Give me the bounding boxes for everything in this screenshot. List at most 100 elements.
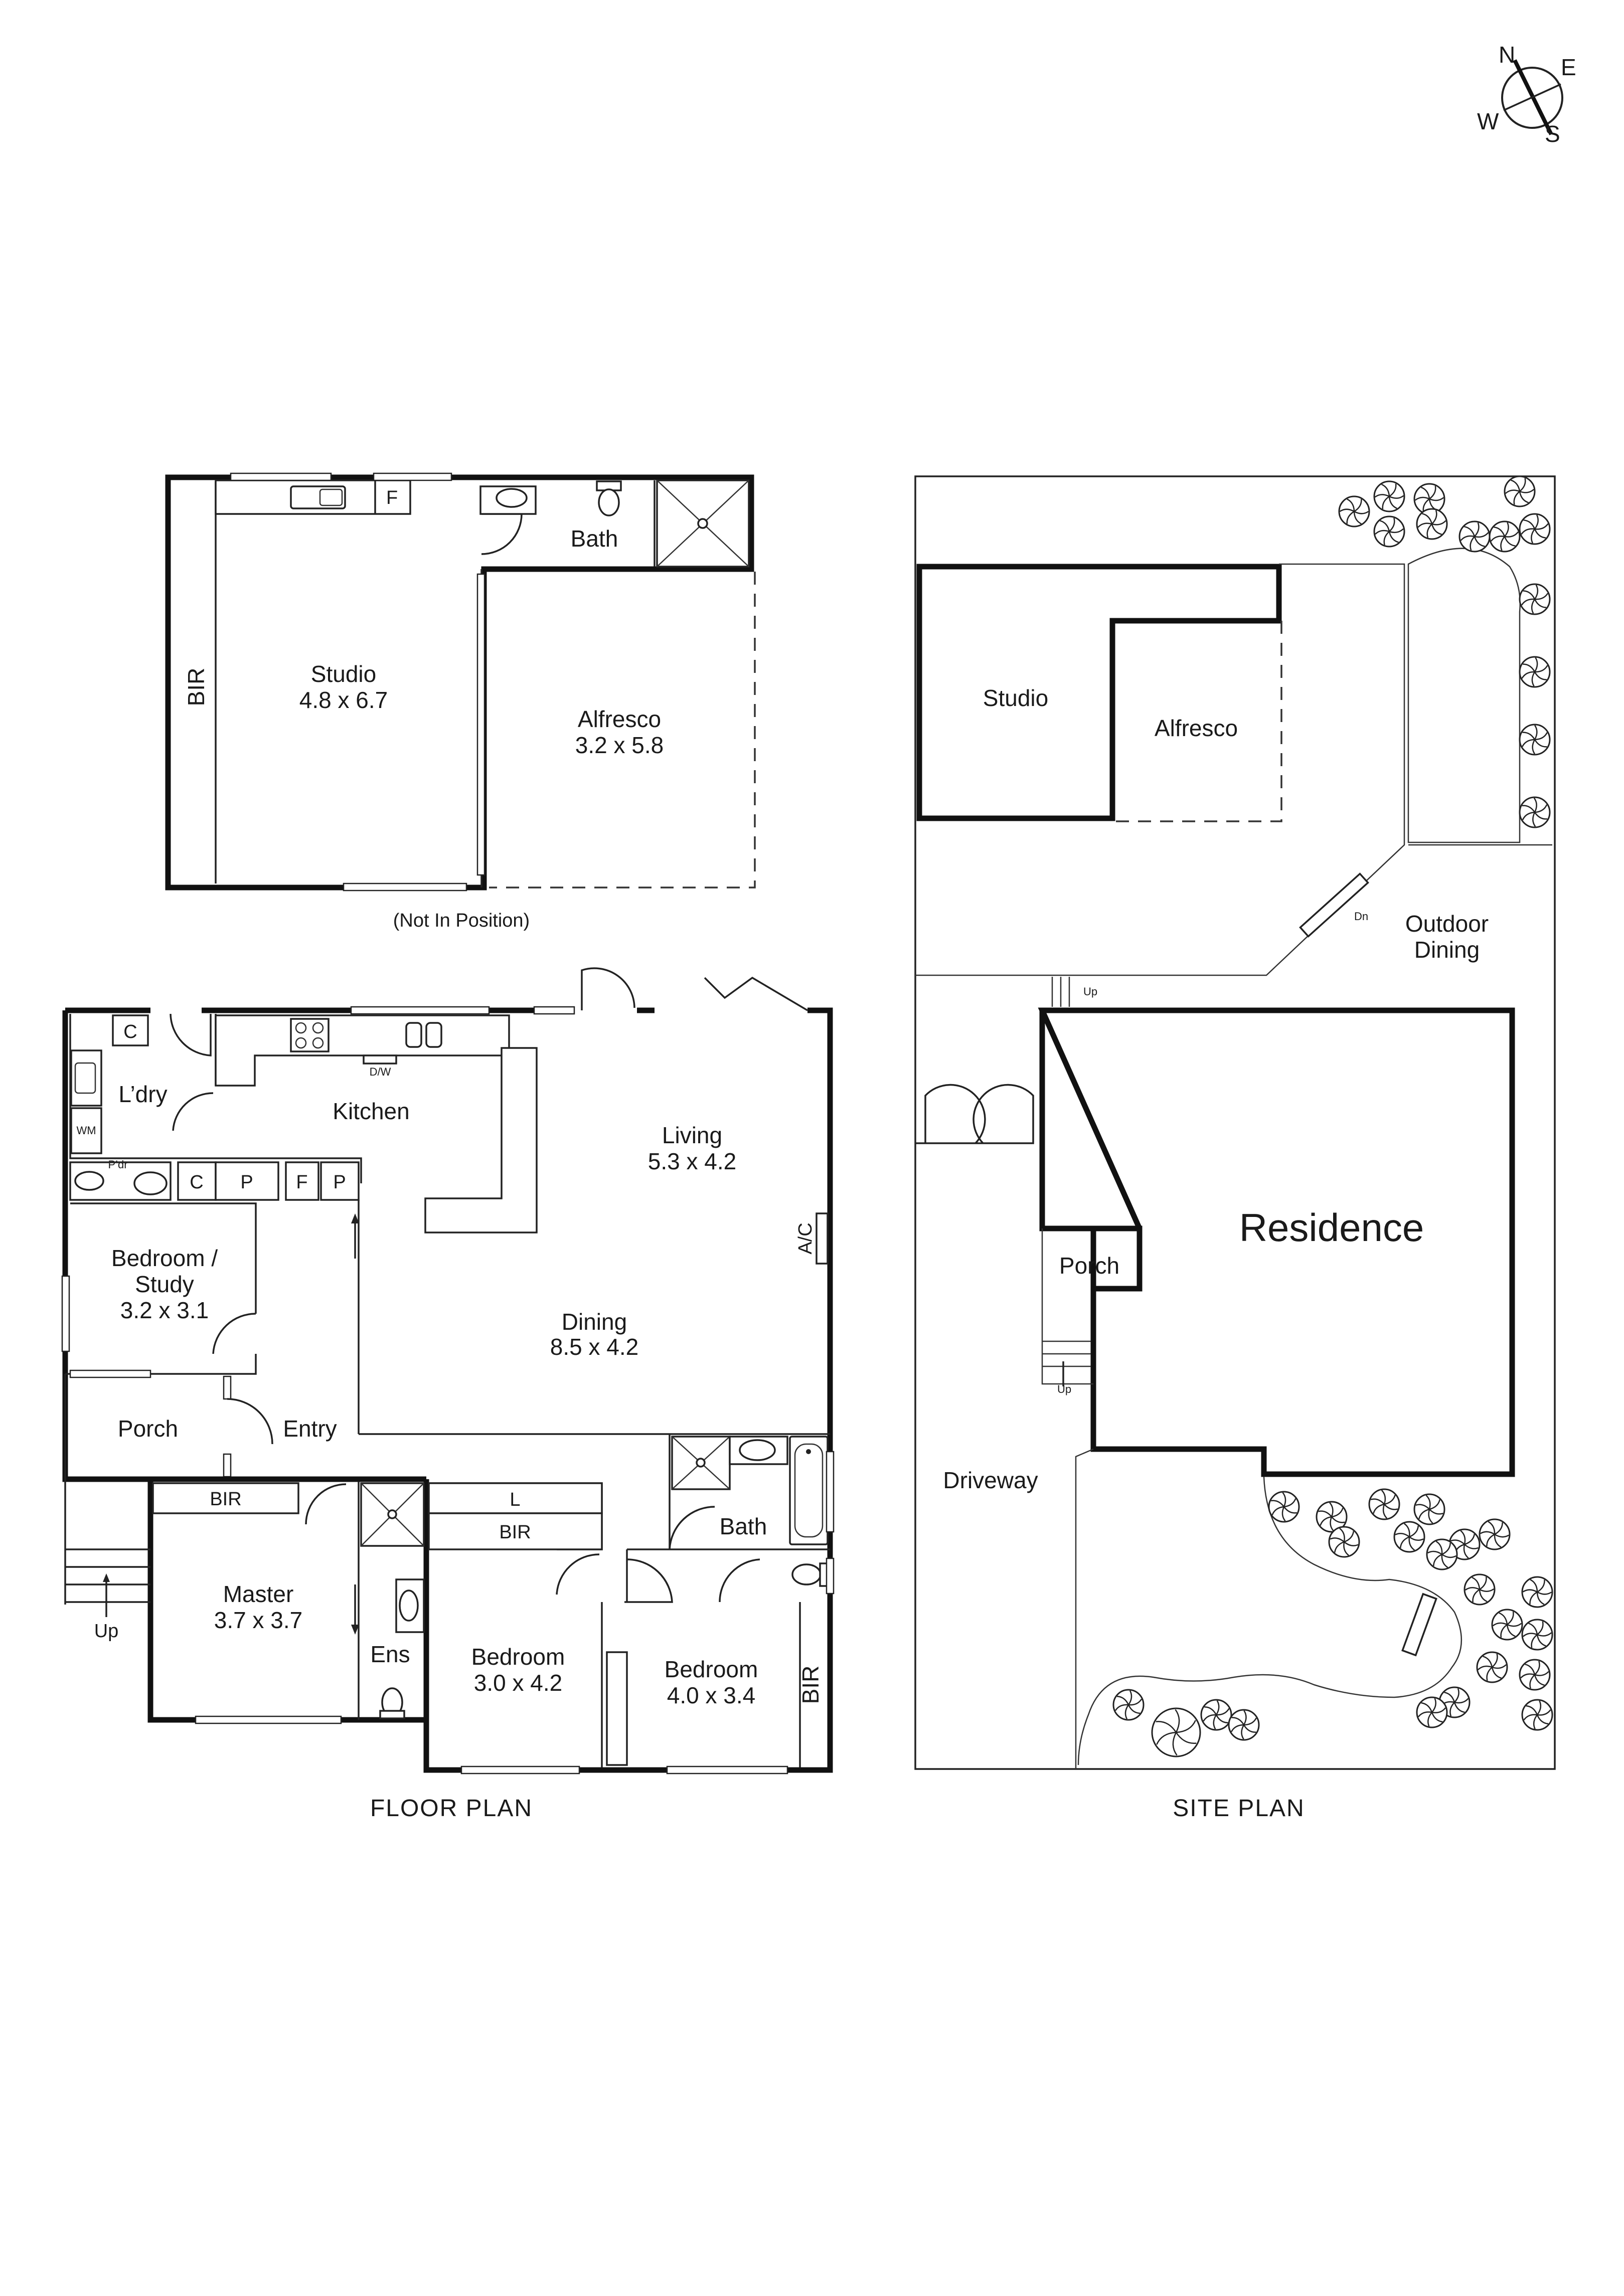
studio-size: 4.8 x 6.7 — [299, 687, 388, 713]
bed2-name: Bedroom — [471, 1644, 565, 1670]
site-outdoor-label-2: Dining — [1414, 937, 1480, 963]
compass-e: E — [1561, 54, 1576, 80]
master-door — [305, 1483, 347, 1525]
tree-icon — [1393, 1521, 1425, 1553]
entry-door-jamb-top — [223, 1375, 232, 1400]
study-size: 3.2 x 3.1 — [120, 1297, 209, 1323]
studio-sink-bowl — [319, 488, 343, 506]
tree-icon — [1521, 1576, 1553, 1608]
tree-icon — [1373, 515, 1405, 548]
floor-plan: C WM L’dry P’dr C P F P D/W Kitchen — [61, 967, 835, 1822]
alfresco-outline — [489, 572, 756, 889]
laundry-trough — [70, 1049, 102, 1107]
washing-machine-label: WM — [76, 1124, 96, 1137]
bed3-door-2 — [624, 1558, 673, 1603]
studio-bath-label: Bath — [571, 525, 618, 552]
bath-shower-drain — [696, 1458, 706, 1468]
studio-window-bottom — [343, 882, 467, 892]
tree-icon — [1519, 724, 1551, 756]
laundry-walls — [69, 1014, 362, 1183]
master-size: 3.7 x 3.7 — [214, 1607, 302, 1633]
alfresco-name: Alfresco — [578, 706, 661, 732]
pantry-p1-label: P — [240, 1172, 253, 1193]
site-boundary — [914, 475, 1556, 1770]
washing-machine — [70, 1107, 102, 1154]
studio-sink-icon — [290, 485, 346, 509]
alfresco-size: 3.2 x 5.8 — [575, 732, 664, 758]
site-driveway-edge — [1075, 1448, 1094, 1769]
bath-window-2 — [826, 1557, 835, 1595]
bed3-window — [666, 1765, 788, 1775]
dining-name: Dining — [562, 1309, 627, 1335]
burner-2 — [312, 1022, 324, 1034]
master-window — [195, 1715, 342, 1724]
ens-basin — [399, 1589, 419, 1622]
tree-icon — [1368, 1488, 1400, 1520]
site-alfresco-label: Alfresco — [1155, 715, 1238, 741]
pantry-p2 — [320, 1161, 360, 1201]
studio-bath-door — [481, 513, 523, 555]
dishwasher — [363, 1054, 397, 1065]
tree-icon — [1489, 520, 1521, 553]
bed2-size: 3.0 x 4.2 — [474, 1670, 562, 1696]
master-walls — [150, 1476, 429, 1720]
study-window-left — [61, 1275, 70, 1352]
studio-window-top — [230, 472, 332, 481]
studio-name: Studio — [311, 661, 376, 687]
tree-icon — [1338, 495, 1370, 527]
tree-icon — [1413, 483, 1445, 515]
dishwasher-label: D/W — [370, 1066, 391, 1078]
bed3-bir-label: BIR — [797, 1666, 824, 1704]
site-top-up-label: Up — [1083, 985, 1097, 998]
site-plan-title: SITE PLAN — [1173, 1795, 1305, 1822]
laundry-label: L’dry — [118, 1081, 167, 1107]
studio-window-top-2 — [373, 472, 452, 481]
burner-3 — [295, 1037, 307, 1049]
site-porch-outline — [1041, 1228, 1093, 1385]
powder-toilet — [74, 1171, 104, 1191]
site-porch-label: Porch — [1059, 1253, 1119, 1279]
site-dn-label: Dn — [1354, 910, 1368, 923]
compass: N E W S — [1477, 42, 1576, 147]
entry-label: Entry — [283, 1416, 337, 1442]
studio-toilet-icon — [598, 488, 620, 516]
studio-fridge-label: F — [386, 487, 398, 508]
bed3-name: Bedroom — [665, 1656, 758, 1682]
cupboard-c-label: C — [190, 1172, 203, 1193]
floor-plan-title: FLOOR PLAN — [370, 1795, 533, 1822]
site-outdoor-label-1: Outdoor — [1405, 911, 1489, 937]
studio-shower-drain — [697, 518, 708, 529]
burner-4 — [312, 1037, 324, 1049]
bathtub-inner — [794, 1443, 824, 1538]
studio-walls — [165, 474, 754, 891]
porch-label: Porch — [118, 1416, 178, 1442]
tree-icon — [1519, 513, 1551, 545]
site-lower-garden — [1077, 1476, 1462, 1765]
tree-icon — [1416, 508, 1448, 540]
tree-icon — [1328, 1526, 1360, 1558]
bed3-cabinet — [606, 1651, 628, 1766]
ac-label: A/C — [795, 1222, 816, 1254]
site-studio — [916, 564, 1282, 821]
bath-window — [826, 1451, 835, 1533]
kitchen-window-2 — [533, 1006, 575, 1015]
site-porch-steps — [1042, 1340, 1091, 1367]
studio-bir: BIR — [183, 668, 209, 707]
site-residence-label: Residence — [1239, 1205, 1424, 1250]
dining-size: 8.5 x 4.2 — [550, 1334, 638, 1360]
tree-icon — [1464, 1573, 1496, 1606]
tree-icon — [1519, 1659, 1551, 1691]
laundry-trough-bowl — [74, 1062, 96, 1094]
studio-plan: F Bath Studio 4.8 x 6.7 BIR Alfresco 3.2… — [165, 472, 756, 931]
porch-steps — [65, 1548, 150, 1603]
tree-icon — [1521, 1699, 1553, 1731]
kitchen-sink-bowl-2 — [425, 1022, 442, 1048]
cooktop-icon — [290, 1018, 330, 1052]
tree-icon — [1491, 1609, 1523, 1641]
bed2-bir-label: BIR — [499, 1522, 531, 1543]
master-arrow-head — [351, 1625, 359, 1635]
site-garden-bench — [1401, 1593, 1437, 1657]
site-top-steps — [1051, 977, 1070, 1007]
compass-w: W — [1477, 108, 1499, 134]
kitchen-bench — [215, 1014, 510, 1087]
